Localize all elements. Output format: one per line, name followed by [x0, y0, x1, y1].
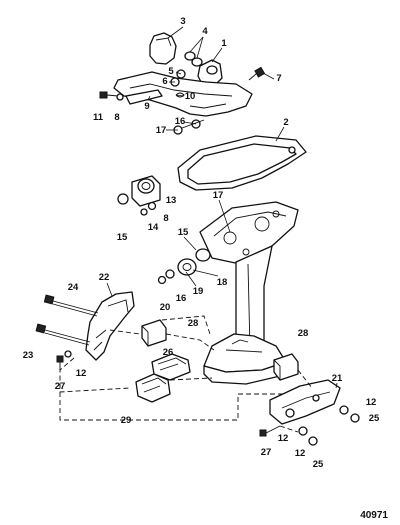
callout-17: 17 — [213, 190, 224, 201]
callout-25: 25 — [313, 459, 324, 470]
gasket — [177, 135, 307, 191]
bolt — [35, 323, 91, 346]
top-bracket-assembly — [99, 32, 266, 135]
screw — [56, 355, 64, 363]
link-arm — [125, 89, 163, 105]
clip — [175, 92, 185, 98]
callout-12: 12 — [295, 448, 306, 459]
callout-8: 8 — [163, 213, 168, 224]
bushing — [191, 57, 203, 67]
callout-19: 19 — [193, 286, 204, 297]
callout-12: 12 — [366, 397, 377, 408]
callout-28: 28 — [188, 318, 199, 329]
assembly-lines — [59, 315, 313, 433]
callout-8: 8 — [114, 112, 119, 123]
callout-7: 7 — [276, 73, 281, 84]
callout-1: 1 — [221, 38, 227, 49]
callout-4: 4 — [202, 26, 208, 37]
rubber-pad — [273, 353, 299, 381]
callout-27: 27 — [55, 381, 66, 392]
callout-11: 11 — [93, 112, 104, 123]
lower-mount — [135, 373, 171, 403]
callout-17: 17 — [156, 125, 167, 136]
screw — [259, 429, 267, 437]
callout-13: 13 — [166, 195, 177, 206]
callout-15: 15 — [178, 227, 189, 238]
washer — [298, 426, 308, 436]
callout-5: 5 — [168, 66, 174, 77]
callout-9: 9 — [144, 101, 149, 112]
bushing — [177, 258, 197, 276]
rubber-pad — [141, 319, 167, 347]
nut — [350, 413, 360, 423]
leader-lines — [106, 26, 338, 389]
callout-2: 2 — [283, 117, 288, 128]
callout-15: 15 — [117, 232, 128, 243]
callout-6: 6 — [162, 76, 167, 87]
upper-mount-clamp — [149, 32, 177, 65]
callout-20: 20 — [160, 302, 171, 313]
rubber-mount — [131, 175, 161, 207]
callout-10: 10 — [185, 91, 196, 102]
washer — [195, 248, 211, 262]
callout-26: 26 — [163, 347, 174, 358]
callout-12: 12 — [76, 368, 87, 379]
nut — [308, 436, 318, 446]
callout-12: 12 — [278, 433, 289, 444]
callout-21: 21 — [332, 373, 343, 384]
callout-16: 16 — [175, 116, 186, 127]
washer — [116, 93, 124, 101]
nut — [140, 208, 148, 216]
screw — [248, 66, 266, 81]
callout-3: 3 — [180, 16, 185, 27]
callout-28: 28 — [298, 328, 309, 339]
callout-14: 14 — [148, 222, 159, 233]
callout-24: 24 — [68, 282, 79, 293]
reference-number: 40971 — [360, 510, 388, 521]
washer — [339, 405, 349, 415]
callout-18: 18 — [217, 277, 228, 288]
callout-29: 29 — [121, 415, 132, 426]
nut — [147, 201, 157, 211]
callout-labels: 3 4 1 5 6 7 10 9 8 11 16 17 2 13 8 14 15… — [23, 16, 380, 470]
nut — [157, 275, 167, 285]
washer — [64, 350, 72, 358]
washer — [165, 269, 175, 279]
screw — [99, 91, 119, 99]
washer — [117, 193, 129, 205]
callout-22: 22 — [99, 272, 110, 283]
callout-25: 25 — [369, 413, 380, 424]
callout-23: 23 — [23, 350, 34, 361]
lower-bracket — [269, 379, 341, 425]
side-bracket — [85, 291, 135, 361]
driveshaft-housing — [199, 201, 299, 385]
callout-16: 16 — [176, 293, 187, 304]
callout-27: 27 — [261, 447, 272, 458]
bolt — [43, 294, 99, 317]
